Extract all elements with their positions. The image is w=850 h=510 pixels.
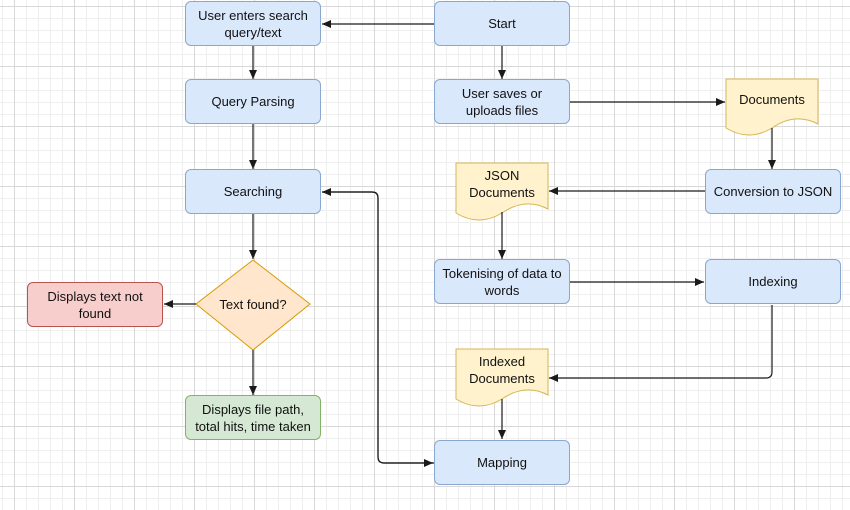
tokenising-node[interactable]: Tokenising of data to words xyxy=(434,259,570,304)
documents-shape[interactable] xyxy=(725,78,819,136)
user-saves-node[interactable]: User saves or uploads files xyxy=(434,79,570,124)
documents-label: Documents xyxy=(739,91,805,107)
text-found-label: Text found? xyxy=(219,296,287,312)
conversion-to-json-node[interactable]: Conversion to JSON xyxy=(705,169,841,214)
arrow-searching-to-mapping xyxy=(322,191,433,467)
user-enters-search-node[interactable]: User enters search query/text xyxy=(185,1,321,46)
indexing-node[interactable]: Indexing xyxy=(705,259,841,304)
displays-file-path-node[interactable]: Displays file path, total hits, time tak… xyxy=(185,395,321,440)
arrow-indexing-to-indexed-documents xyxy=(549,305,773,382)
mapping-node[interactable]: Mapping xyxy=(434,440,570,485)
json-documents-label: JSON Documents xyxy=(469,168,535,200)
searching-node[interactable]: Searching xyxy=(185,169,321,214)
indexed-documents-shape[interactable] xyxy=(455,348,549,407)
start-node[interactable]: Start xyxy=(434,1,570,46)
query-parsing-node[interactable]: Query Parsing xyxy=(185,79,321,124)
displays-text-not-found-node[interactable]: Displays text not found xyxy=(27,282,163,327)
indexed-documents-label: Indexed Documents xyxy=(469,354,535,386)
